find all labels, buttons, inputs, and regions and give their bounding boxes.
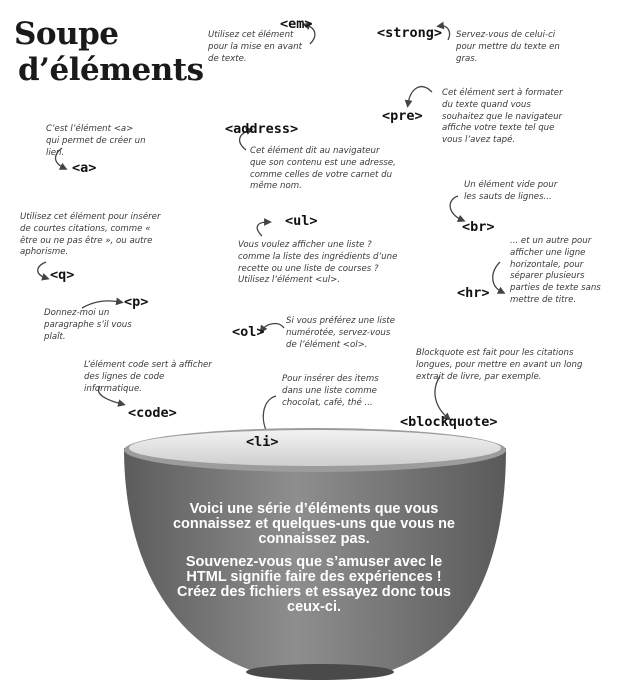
title-line-1: Soupe [14, 16, 119, 52]
bowl-paragraph-2: Souvenez-vous que s’amuser avec le HTML … [177, 554, 451, 615]
arrow-hr [492, 261, 506, 294]
arrow-q [37, 261, 50, 281]
note-ol: Si vous préférez une liste numérotée, se… [286, 316, 396, 350]
title-line-2: d’éléments [18, 52, 204, 88]
bowl-message: Voici une série d’éléments que vous conn… [166, 502, 462, 615]
arrow-p [81, 297, 124, 309]
note-code: L’élément code sert à afficher des ligne… [84, 360, 212, 394]
tag-ol: <ol> [232, 324, 265, 340]
tag-a: <a> [72, 160, 97, 176]
note-li: Pour insérer des items dans une liste co… [282, 374, 379, 408]
page-title: Soupe d’éléments [14, 16, 204, 88]
bowl-foot [246, 664, 394, 680]
tag-ul: <ul> [285, 213, 318, 229]
arrow-a [54, 147, 68, 170]
arrow-address [239, 127, 254, 151]
arrow-ol [259, 322, 285, 334]
tag-code: <code> [128, 405, 177, 421]
bowl-body [124, 448, 506, 670]
arrow-blockquote [434, 375, 451, 421]
arrow-em [302, 22, 316, 45]
arrow-br [449, 195, 466, 223]
arrow-ul [256, 218, 272, 237]
tag-li: <li> [246, 434, 279, 450]
arrow-strong [436, 21, 451, 41]
bowl-paragraph-1: Voici une série d’éléments que vous conn… [172, 501, 455, 547]
note-em: Utilisez cet élément pour la mise en ava… [208, 30, 302, 64]
tag-strong: <strong> [377, 25, 443, 41]
note-br: Un élément vide pour les sauts de lignes… [464, 180, 558, 202]
arrow-code [97, 385, 126, 407]
tag-br: <br> [462, 219, 495, 235]
tag-blockquote: <blockquote> [400, 414, 498, 430]
tag-q: <q> [50, 267, 75, 283]
tag-p: <p> [124, 294, 149, 310]
bowl-rim-inner [129, 430, 501, 466]
arrow-pre [404, 86, 433, 108]
note-a: C’est l’élément <a> qui permet de créer … [46, 124, 146, 158]
note-ul: Vous voulez afficher une liste ? comme l… [238, 240, 398, 286]
note-blockquote: Blockquote est fait pour les citations l… [416, 348, 583, 382]
note-hr: ... et un autre pour afficher une ligne … [510, 236, 601, 305]
note-q: Utilisez cet élément pour insérer de cou… [20, 212, 161, 258]
note-address: Cet élément dit au navigateur que son co… [250, 146, 396, 192]
tag-em: <em> [280, 16, 313, 32]
note-strong: Servez-vous de celui-ci pour mettre du t… [456, 30, 560, 64]
tag-pre: <pre> [382, 108, 423, 124]
tag-hr: <hr> [457, 285, 490, 301]
tag-address: <address> [225, 121, 299, 137]
note-pre: Cet élément sert à formater du texte qua… [442, 88, 563, 146]
note-p: Donnez-moi un paragraphe s’il vous plaît… [44, 308, 132, 342]
